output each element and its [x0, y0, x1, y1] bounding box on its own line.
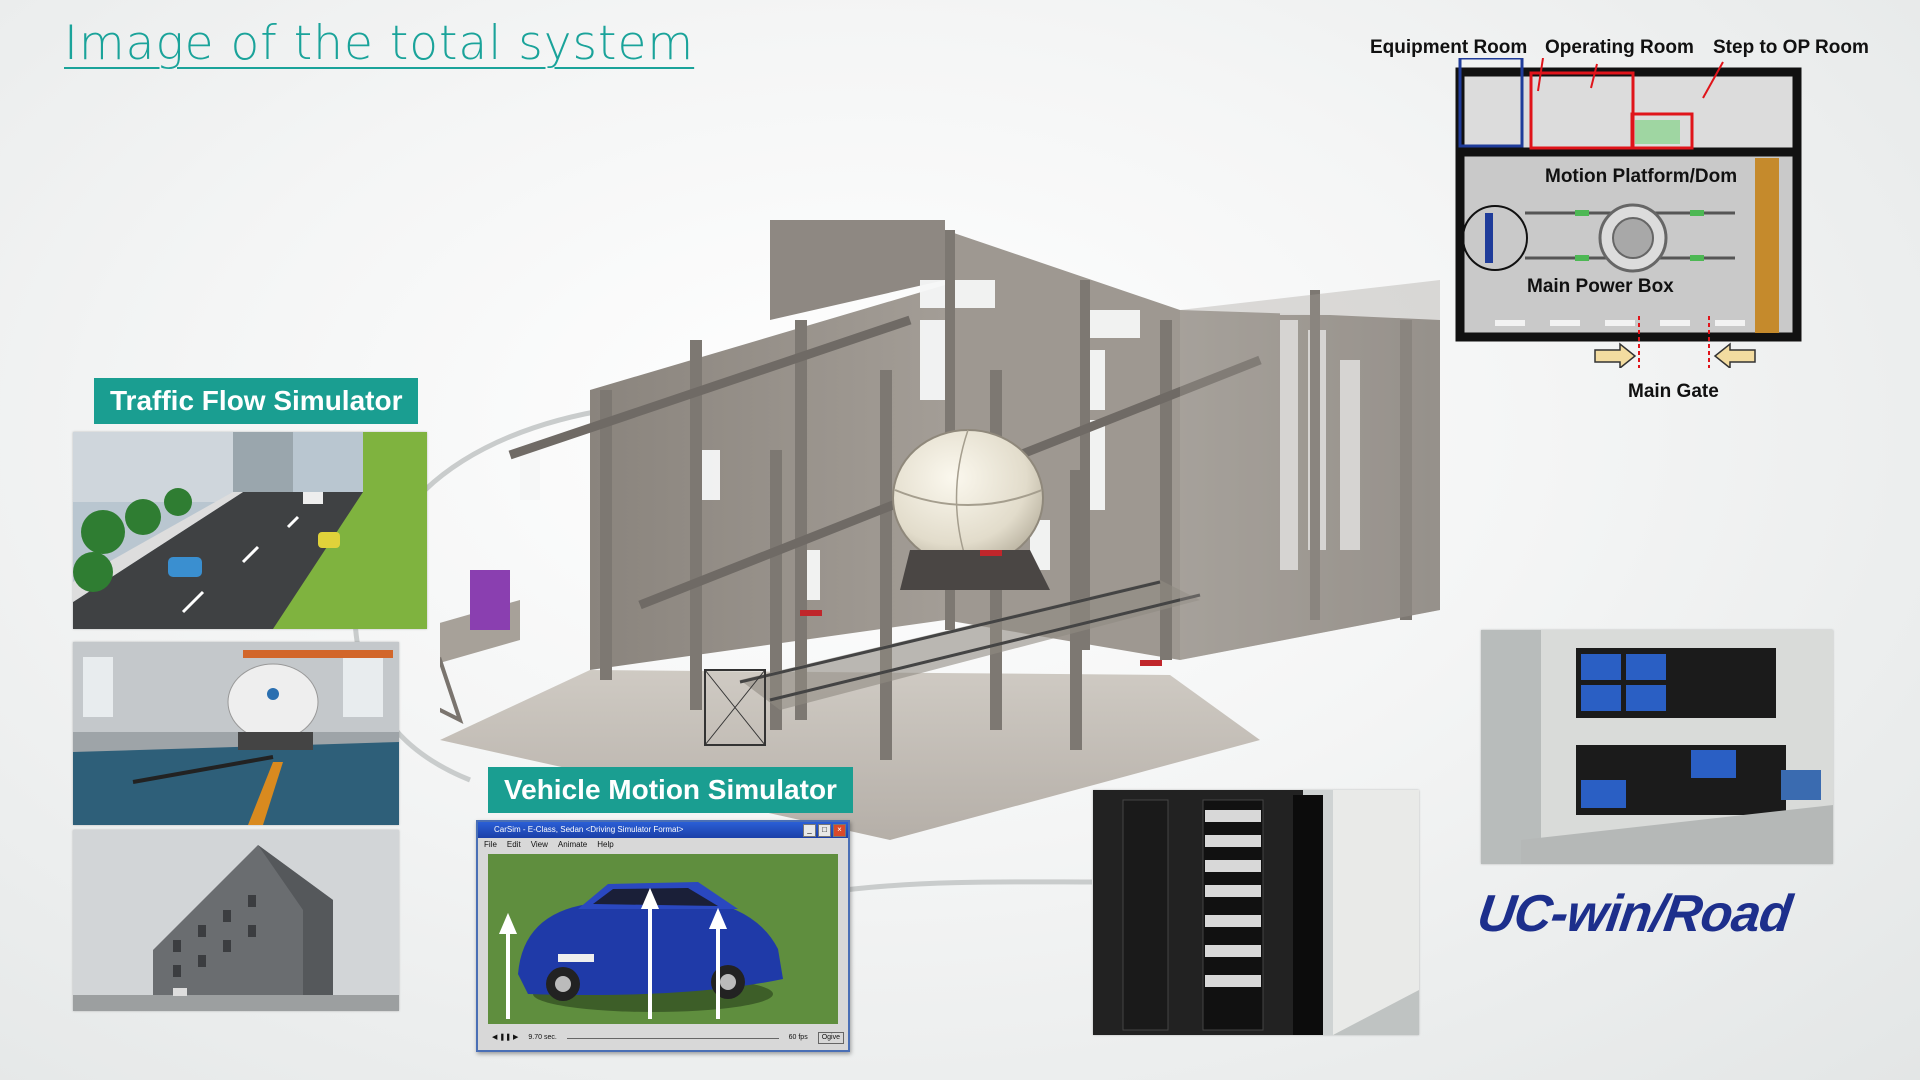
plan-label-motion-platform: Motion Platform/Dom [1545, 166, 1738, 187]
carsim-viewport [488, 854, 838, 1024]
control-room-photo [1481, 630, 1833, 864]
uc-win-road-logo: UC-win/Road [1473, 885, 1795, 943]
menu-edit[interactable]: Edit [506, 840, 521, 849]
menu-file[interactable]: File [484, 840, 497, 849]
carsim-window[interactable]: CarSim - E-Class, Sedan <Driving Simulat… [476, 820, 850, 1052]
carsim-statusbar: ◀ ❚❚ ▶ 9.70 sec. 60 fps Ogive [482, 1030, 844, 1046]
maximize-icon[interactable]: □ [818, 824, 831, 837]
carsim-menubar: File Edit View Animate Help [478, 838, 848, 852]
status-mode[interactable]: Ogive [817, 1032, 844, 1044]
plan-label-main-gate: Main Gate [1628, 381, 1719, 402]
close-icon[interactable]: × [833, 824, 846, 837]
menu-help[interactable]: Help [597, 840, 614, 849]
minimize-icon[interactable]: _ [803, 824, 816, 837]
building-exterior-photo [73, 830, 399, 1011]
plan-label-step-to-op-room: Step to OP Room [1713, 37, 1869, 58]
menu-animate[interactable]: Animate [557, 840, 588, 849]
server-rack-photo [1093, 790, 1419, 1035]
page-title: Image of the total system [64, 16, 695, 71]
traffic-flow-simulator-label: Traffic Flow Simulator [94, 378, 419, 424]
floor-plan-diagram [1455, 58, 1802, 368]
carsim-window-title: CarSim - E-Class, Sedan <Driving Simulat… [478, 822, 848, 838]
playback-controls-icon[interactable]: ◀ ❚❚ ▶ [492, 1034, 519, 1041]
plan-label-main-power-box: Main Power Box [1527, 276, 1674, 297]
traffic-road-photo [73, 432, 427, 629]
plan-label-operating-room: Operating Room [1545, 37, 1694, 58]
building-render [440, 220, 1440, 840]
status-fps: 60 fps [788, 1034, 808, 1041]
plan-label-equipment-room: Equipment Room [1370, 37, 1528, 58]
simulator-hall-photo [73, 642, 399, 825]
vehicle-motion-simulator-label: Vehicle Motion Simulator [488, 767, 853, 813]
menu-view[interactable]: View [530, 840, 548, 849]
timeline-slider[interactable] [566, 1030, 779, 1039]
status-time: 9.70 sec. [528, 1034, 557, 1041]
